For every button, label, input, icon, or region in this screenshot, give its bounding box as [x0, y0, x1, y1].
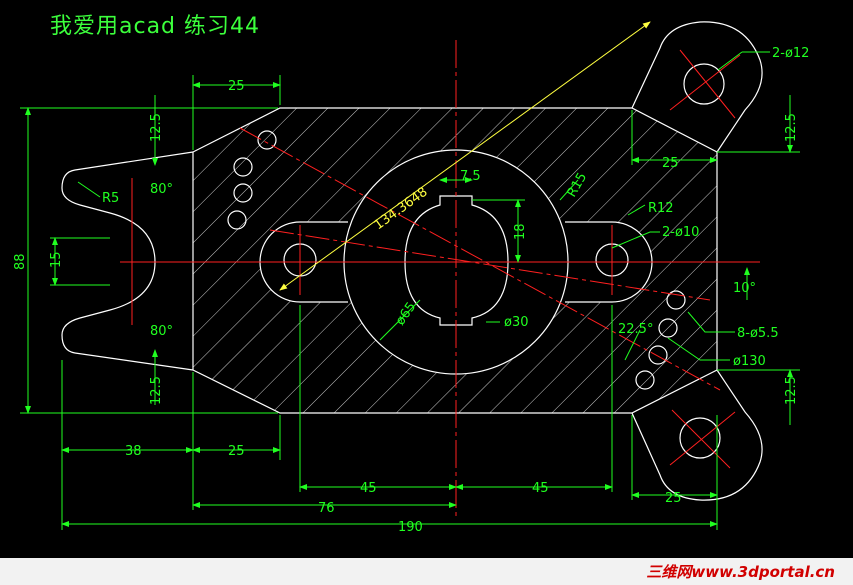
dim-30: ø30: [504, 315, 529, 330]
dim-r5: R5: [102, 191, 119, 206]
dim-80-top: 80°: [150, 182, 173, 197]
dim-25-right-bot: 25: [665, 491, 682, 506]
dim-18: 18: [513, 223, 528, 240]
drawing-title: 我爱用acad 练习44: [50, 14, 261, 39]
dim-88: 88: [13, 253, 28, 270]
dim-76: 76: [318, 501, 335, 516]
dim-25-top: 25: [228, 79, 245, 94]
dim-12-5-right-top: 12.5: [784, 113, 799, 142]
dim-80-bot: 80°: [150, 324, 173, 339]
dim-25-right-top: 25: [662, 156, 679, 171]
dim-25-bot: 25: [228, 444, 245, 459]
dimension-lines: [20, 51, 800, 530]
leader-134: [279, 21, 651, 291]
hatched-body: [193, 108, 717, 413]
dim-190: 190: [398, 520, 423, 535]
dim-r12: R12: [648, 201, 674, 216]
dim-2-12: 2-ø12: [772, 46, 809, 61]
dim-8-5-5: 8-ø5.5: [737, 326, 779, 341]
dim-15: 15: [49, 251, 64, 268]
dim-130: ø130: [733, 354, 766, 369]
status-footer: 三维网www.3dportal.cn: [0, 558, 853, 585]
dim-7-5: 7.5: [460, 169, 481, 184]
dim-12-5-left-bot: 12.5: [149, 376, 164, 405]
dim-10: 10°: [733, 281, 756, 296]
dim-2-10: 2-ø10: [662, 225, 699, 240]
dim-12-5-left-top: 12.5: [149, 113, 164, 142]
watermark: 三维网www.3dportal.cn: [646, 563, 835, 581]
dim-45-left: 45: [360, 481, 377, 496]
dim-45-right: 45: [532, 481, 549, 496]
dim-38: 38: [125, 444, 142, 459]
dim-12-5-right-bot: 12.5: [784, 376, 799, 405]
dim-22-5: 22.5°: [618, 322, 653, 337]
